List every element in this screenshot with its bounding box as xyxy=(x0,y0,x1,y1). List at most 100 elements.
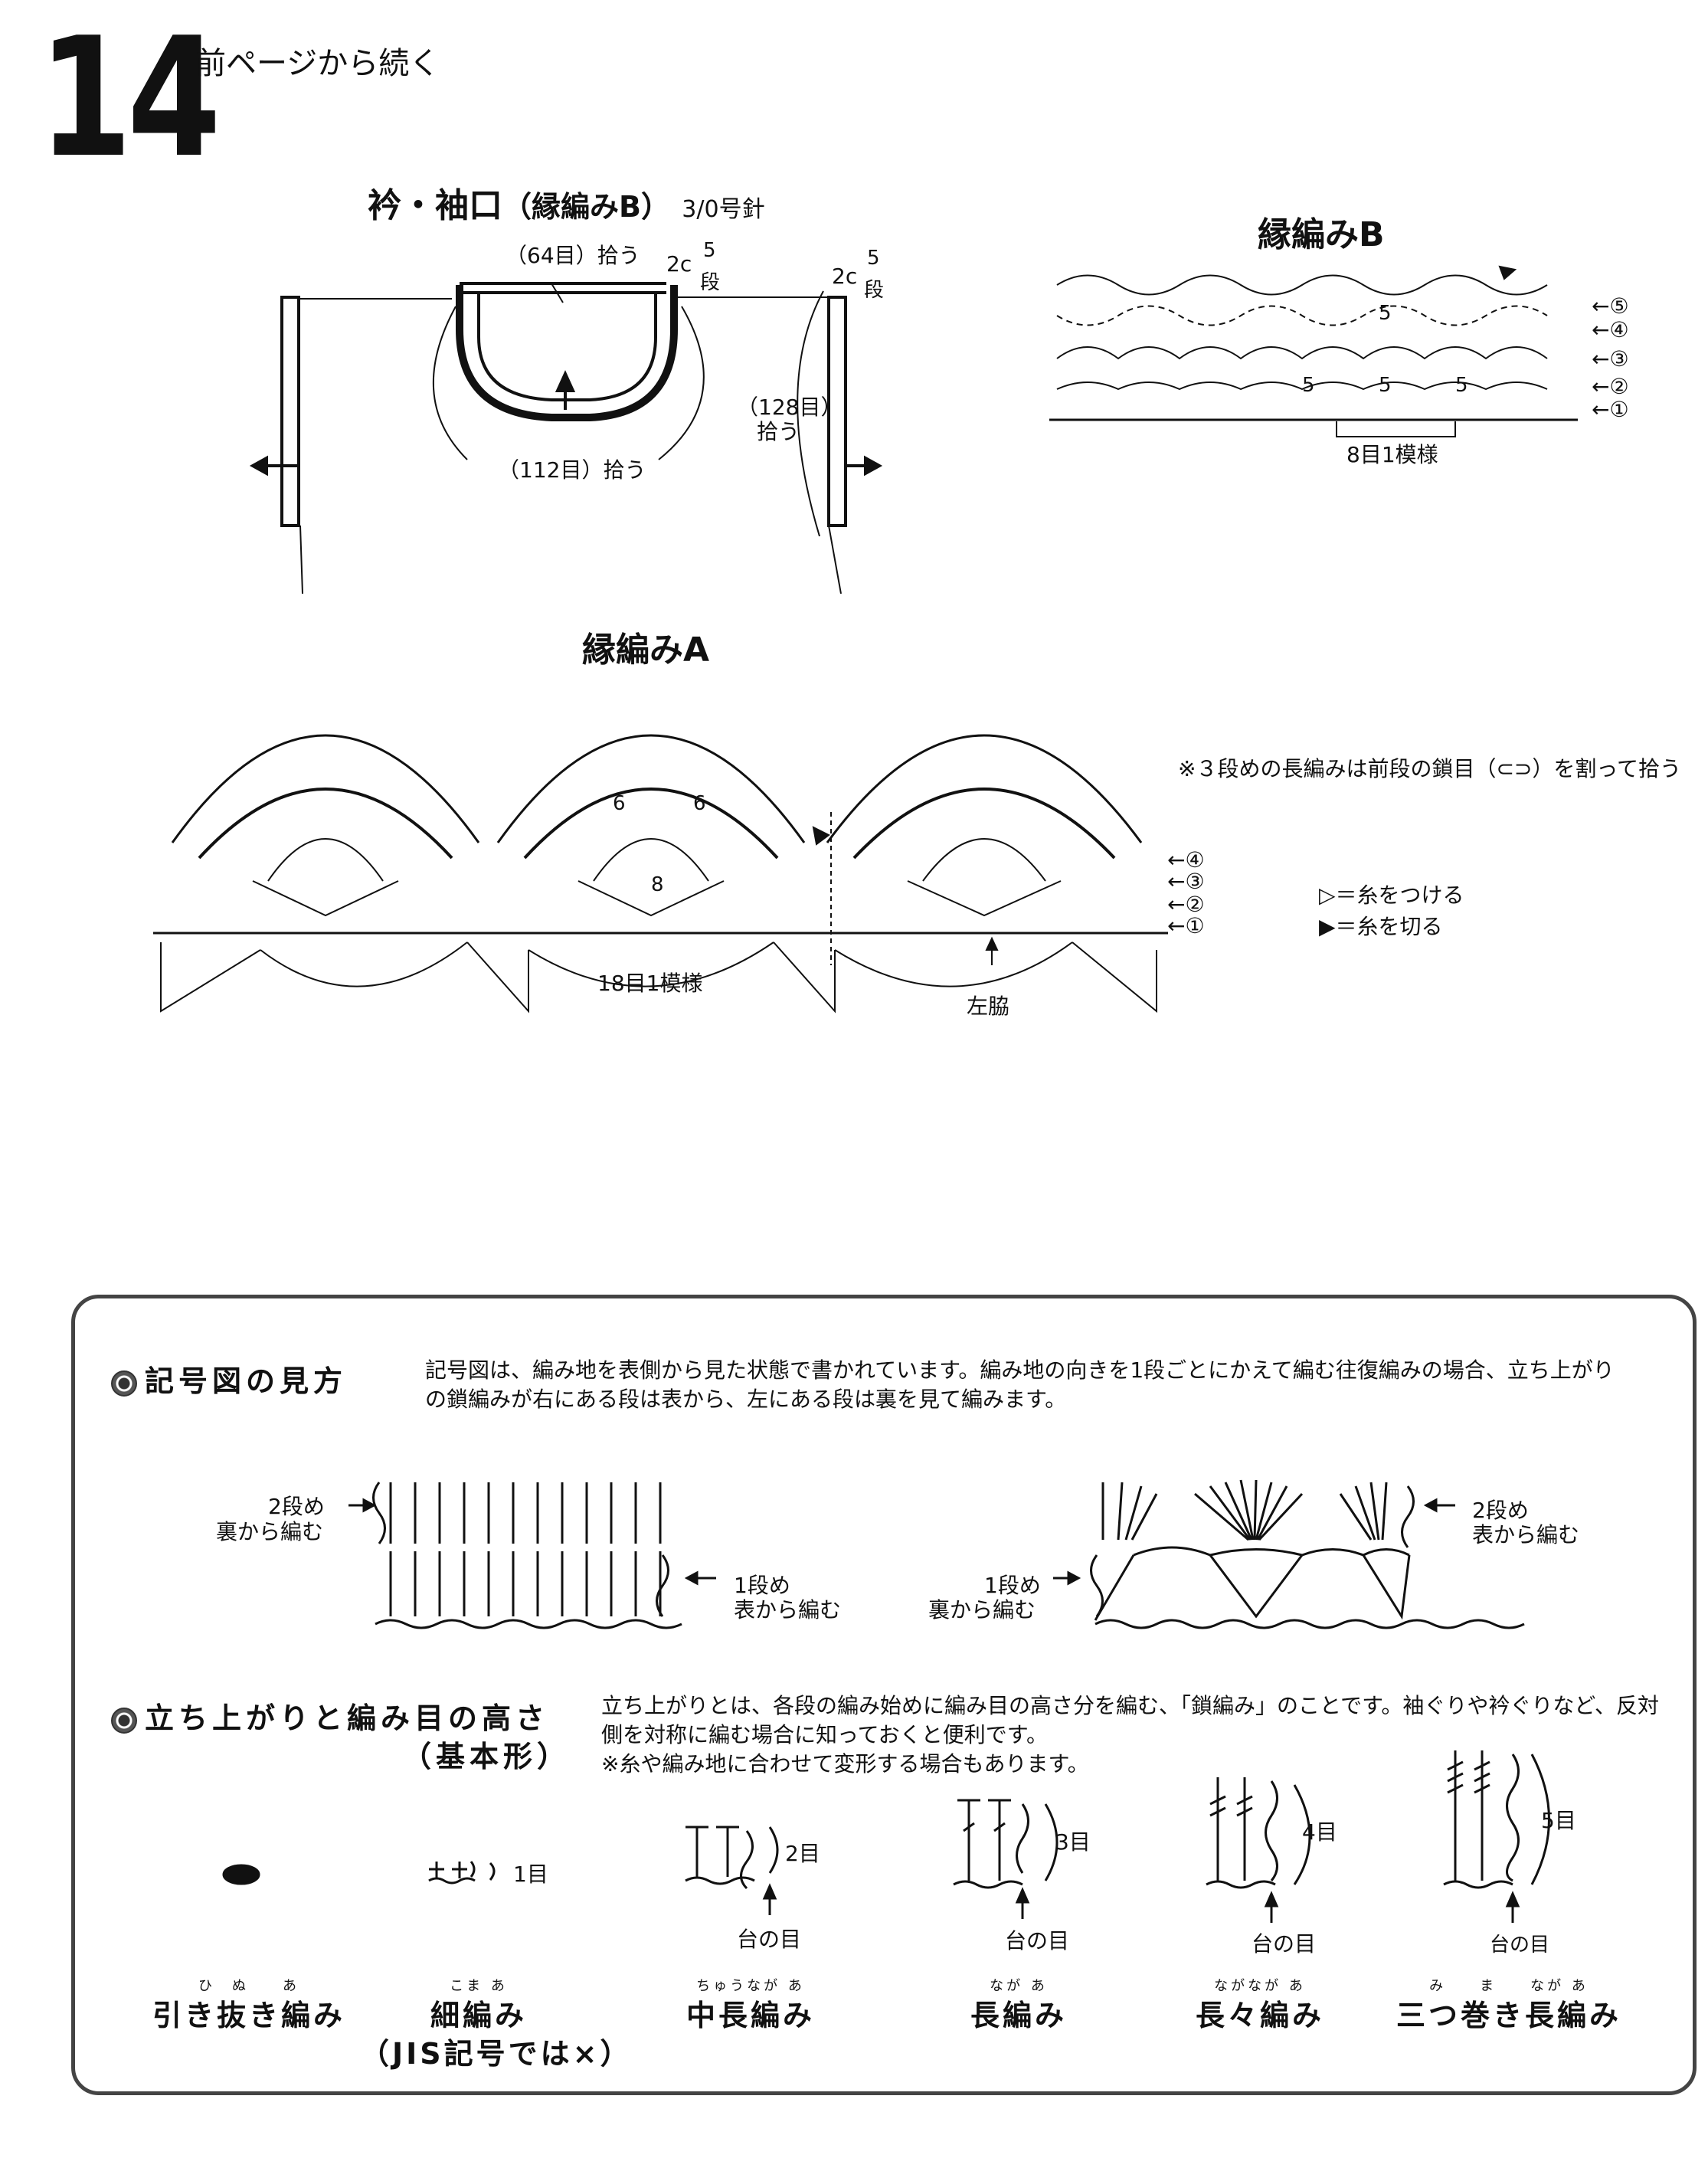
collar-schematic xyxy=(249,282,883,594)
dtr-count: 5目 xyxy=(1541,1808,1576,1833)
dc-name: 長編み xyxy=(970,1999,1067,2032)
right-arrow-head xyxy=(864,455,883,476)
edgeB-row4-label: ←④ xyxy=(1592,317,1629,342)
turning-heading: 立ち上がりと編み目の高さ xyxy=(111,1695,549,1737)
dtr-name: 三つ巻き長編み xyxy=(1396,1999,1621,2032)
howto-right-row1-a: 1段め xyxy=(984,1573,1041,1598)
edgeB-five-4: 5 xyxy=(1302,374,1315,397)
tr-symbol xyxy=(1206,1777,1311,1923)
edgeB-row5-label: ←⑤ xyxy=(1592,293,1629,319)
legend-attach: ▷＝糸をつける xyxy=(1319,883,1464,908)
collar-pick128-a: （128目） xyxy=(737,395,843,420)
hdc-base: 台の目 xyxy=(737,1927,802,1952)
edgeB-chart xyxy=(1049,265,1578,437)
collar-2c-right: 2c xyxy=(832,264,858,289)
tr-count: 4目 xyxy=(1302,1819,1337,1845)
collar-5-left: 5 xyxy=(703,239,716,262)
collar-pick112: （112目）拾う xyxy=(498,457,646,483)
collar-5-right: 5 xyxy=(867,247,880,270)
edgeB-repeat: 8目1模様 xyxy=(1346,442,1438,467)
info-box xyxy=(71,1295,1697,2095)
collar-dan-left: 段 xyxy=(700,271,721,294)
stitch-heights xyxy=(222,1750,1550,1923)
edgeA-six-a: 6 xyxy=(613,792,626,815)
howto-right-row2-b: 表から編む xyxy=(1472,1522,1580,1547)
slip-ruby: ひ ぬ あ xyxy=(198,1978,299,1994)
edgeA-row4-label: ←④ xyxy=(1167,847,1205,873)
edgeB-cut-mark xyxy=(1498,265,1517,280)
howto-right-row1-b: 裏から編む xyxy=(928,1597,1036,1623)
edgeA-fan-1 xyxy=(171,734,480,917)
edgeB-row3 xyxy=(1056,346,1548,360)
howto-left-row2-b: 裏から編む xyxy=(216,1519,324,1544)
howto-right-fans xyxy=(1101,1479,1388,1541)
edgeA-eight: 8 xyxy=(651,873,664,896)
hdc-count: 2目 xyxy=(785,1841,820,1866)
edgeB-row4 xyxy=(1056,305,1548,326)
edgeA-row2-label: ←② xyxy=(1167,892,1205,917)
page-number: 14 xyxy=(38,2,221,194)
slip-name: 引き抜き編み xyxy=(152,1999,345,2032)
dtr-ruby: み ま なが あ xyxy=(1429,1978,1589,1994)
collar-title-paren: （縁編みB） xyxy=(502,190,670,224)
tr-ruby: ながなが あ xyxy=(1214,1978,1306,1994)
sc-symbol xyxy=(428,1861,496,1885)
edgeB-repeat-bracket xyxy=(1336,421,1456,437)
collar-needle: 3/0号針 xyxy=(682,196,765,223)
tr-base: 台の目 xyxy=(1252,1931,1317,1957)
dc-base: 台の目 xyxy=(1005,1928,1070,1953)
edgeB-row2-label: ←② xyxy=(1592,374,1629,399)
dtr-base: 台の目 xyxy=(1490,1934,1550,1957)
howto-text: 記号図は、編み地を表側から見た状態で書かれています。編み地の向きを1段ごとにかえ… xyxy=(425,1357,1615,1412)
edgeB-row3-label: ←③ xyxy=(1592,346,1629,372)
sc-name-sub: （JIS記号では×） xyxy=(360,2037,633,2071)
howto-right-chart xyxy=(1053,1479,1525,1629)
howto-left-row1 xyxy=(389,1551,662,1616)
howto-left-row2-a: 2段め xyxy=(268,1494,325,1519)
edgeA-row1-label: ←① xyxy=(1167,913,1205,938)
hdc-symbol xyxy=(685,1826,779,1915)
edgeA-repeat: 18目1模様 xyxy=(597,971,703,996)
howto-heading: 記号図の見方 xyxy=(111,1357,347,1400)
edgeA-six-b: 6 xyxy=(693,792,706,815)
turning-heading-sub: （基本形） xyxy=(402,1740,571,1773)
slip-stitch-symbol xyxy=(222,1864,260,1885)
edgeA-row3-label: ←③ xyxy=(1167,869,1205,894)
right-sleeve-band xyxy=(827,296,847,527)
turning-text: 立ち上がりとは、各段の編み始めに編み目の高さ分を編む、「鎖編み」のことです。袖ぐ… xyxy=(601,1693,1659,1777)
collar-pick64: （64目）拾う xyxy=(506,243,640,268)
collar-2c-left: 2c xyxy=(666,251,692,277)
edgeB-row2 xyxy=(1056,381,1548,391)
collar-u-outer xyxy=(456,285,678,421)
howto-left-row2 xyxy=(389,1482,662,1544)
dc-ruby: なが あ xyxy=(990,1978,1048,1994)
howto-right-row2-a: 2段め xyxy=(1472,1498,1529,1523)
collar-pick128-b: 拾う xyxy=(757,419,800,444)
edgeA-fan-3 xyxy=(826,734,1143,917)
howto-left-chart xyxy=(348,1482,716,1629)
sc-count: 1目 xyxy=(513,1862,548,1887)
edgeA-left-side: 左脇 xyxy=(967,994,1010,1019)
left-arrow-head xyxy=(249,455,268,476)
bullet-icon xyxy=(111,1370,137,1397)
left-sleeve-band xyxy=(280,296,300,527)
edgeB-five-1: 5 xyxy=(1379,302,1392,325)
sc-ruby: こま あ xyxy=(450,1978,508,1994)
edgeB-row5 xyxy=(1056,274,1548,296)
tr-name: 長々編み xyxy=(1195,1999,1324,2032)
edgeA-fan-2 xyxy=(496,734,806,917)
collar-title-main: 衿・袖口 xyxy=(368,186,502,225)
howto-left-base xyxy=(375,1619,682,1629)
edgeB-five-2: 5 xyxy=(1379,374,1392,397)
howto-right-base xyxy=(1094,1619,1525,1629)
hdc-ruby: ちゅうなが あ xyxy=(696,1978,805,1994)
collar-up-arrow xyxy=(555,370,576,392)
edgeA-title: 縁編みA xyxy=(582,630,710,670)
dtr-symbol xyxy=(1443,1750,1550,1923)
continued-note: 前ページから続く xyxy=(195,46,440,81)
edgeB-row1-label: ←① xyxy=(1592,397,1629,422)
hdc-name: 中長編み xyxy=(685,1999,815,2032)
edgeA-cut-mark xyxy=(812,826,830,846)
collar-dan-right: 段 xyxy=(864,279,885,302)
